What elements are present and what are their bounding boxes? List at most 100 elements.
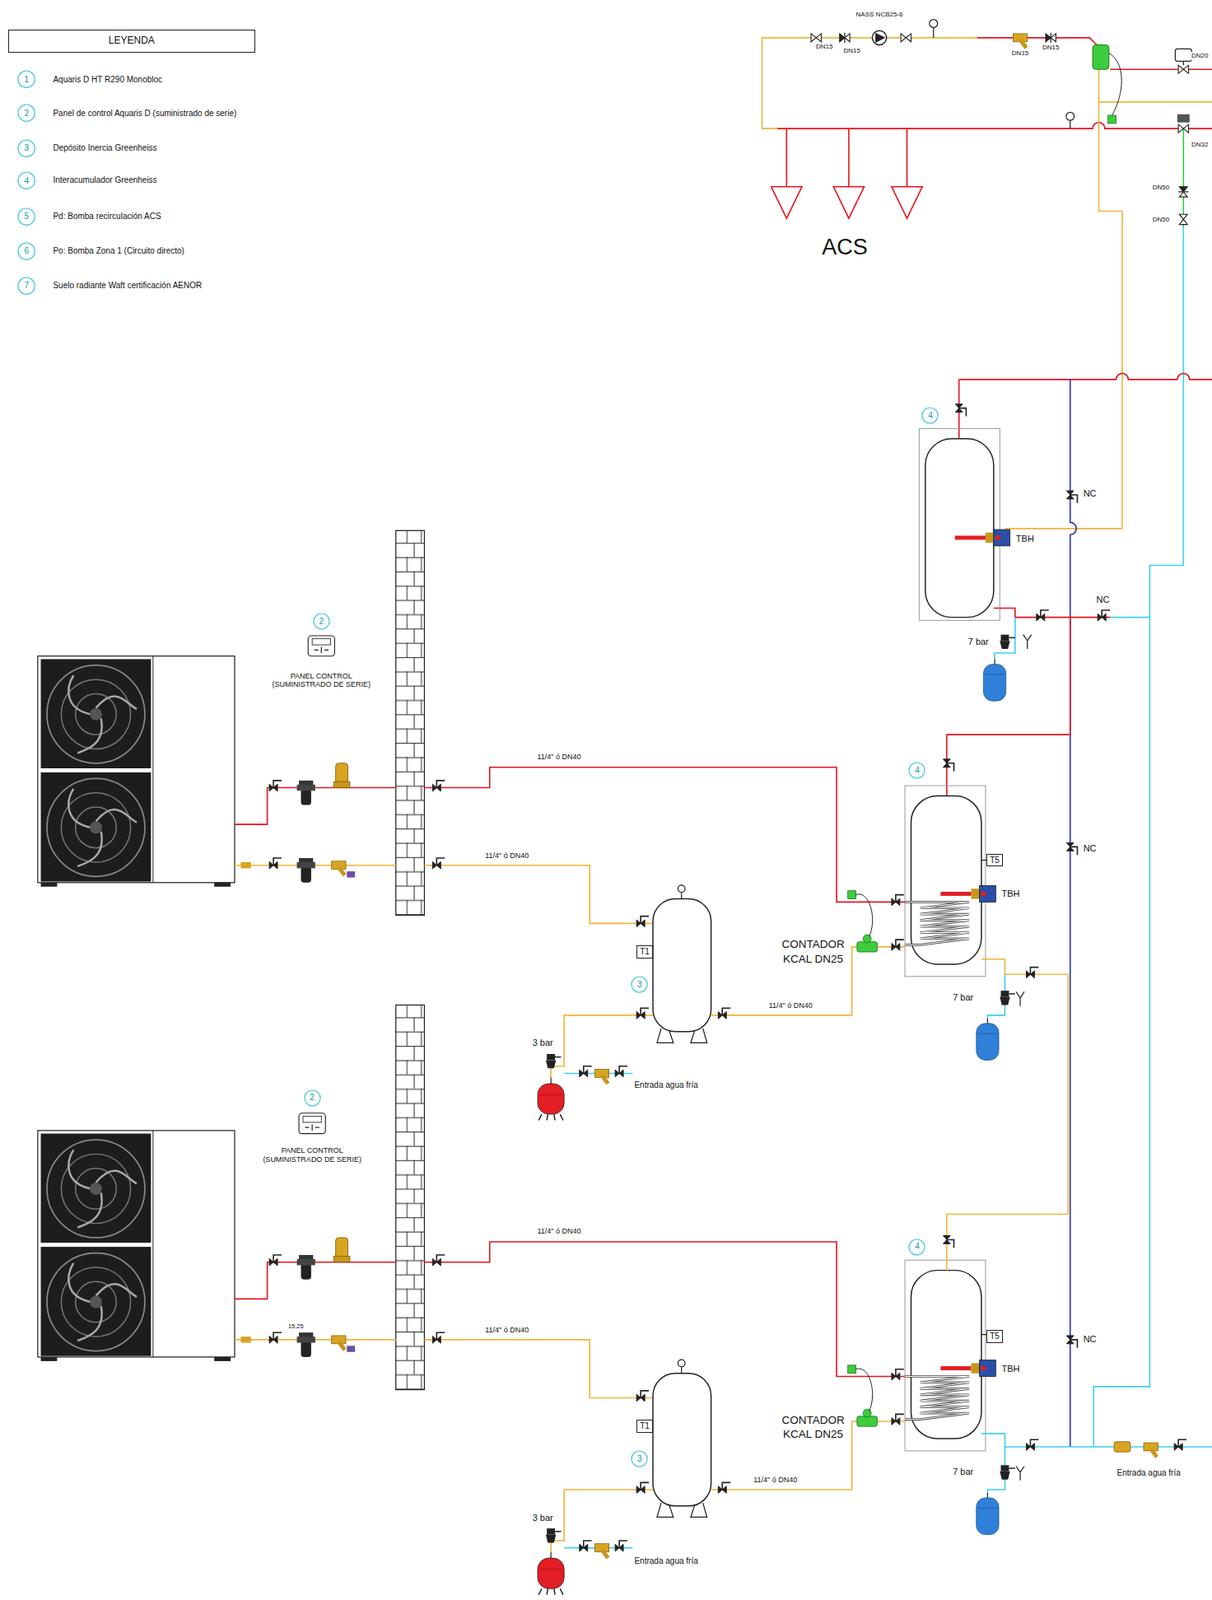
legend-entry: Pd: Bomba recirculación ACS	[52, 211, 161, 222]
heat-pump-circuit	[891, 939, 905, 951]
acs-fittings	[1179, 214, 1188, 224]
pressure-label: 3 bar	[531, 1037, 555, 1049]
pressure-label: 7 bar	[951, 992, 975, 1003]
callout-circle	[18, 208, 35, 225]
heat-pump-circuit	[717, 1007, 731, 1019]
callout-circle	[18, 70, 35, 88]
dhw-tank	[983, 658, 1006, 701]
legend-number: 5	[17, 207, 36, 226]
callout-number: 3	[630, 1449, 648, 1468]
legend-text: Pd: Bomba recirculación ACS	[52, 211, 161, 221]
pipe-size: DN20	[1190, 51, 1209, 61]
node-text: 7	[23, 280, 29, 291]
dhw-tank	[1066, 842, 1077, 855]
acs-fittings	[1183, 60, 1185, 66]
node-text: 2	[319, 616, 325, 627]
acs-fittings	[900, 33, 911, 42]
pipe-size: 11/4" ó DN40	[484, 1325, 530, 1335]
heat-pump-circuit	[424, 767, 905, 903]
acs-fittings	[1066, 111, 1075, 121]
dhw-tank	[955, 404, 966, 417]
dhw-tank	[940, 885, 996, 903]
node-text: 3	[637, 1454, 643, 1464]
acs-fittings	[1012, 33, 1027, 48]
callout-number: 4	[921, 406, 939, 425]
dhw-tank	[1066, 1335, 1077, 1348]
valve-state: NC	[1095, 594, 1110, 606]
pipe-size: DN50	[1151, 183, 1171, 192]
acs-fittings	[1178, 65, 1189, 74]
node-text: LEYENDA	[108, 35, 155, 47]
sensor-tag: T1	[636, 1419, 653, 1433]
dhw-tank	[904, 901, 970, 945]
heat-pump-circuit	[848, 890, 857, 900]
callout-number: 3	[630, 975, 648, 993]
callout-circle	[909, 762, 925, 779]
dhw-tank-outlets	[1016, 1466, 1025, 1481]
hydraulic-schematic	[904, 1259, 996, 1451]
acs-fittings	[871, 30, 886, 45]
dhw-tank-outlets	[1114, 1441, 1131, 1452]
acs-piping	[1098, 101, 1212, 103]
node-text: 3	[637, 979, 643, 990]
node-text: 3	[23, 143, 29, 154]
dhw-tank	[994, 617, 1016, 660]
acs-fittings	[1178, 186, 1189, 197]
legend-entry: Interacumulador Greenheiss	[52, 175, 157, 186]
valve-state: NC	[1082, 1333, 1098, 1345]
acs-piping	[762, 37, 1212, 1447]
dhw-tank	[1109, 616, 1150, 619]
dhw-tank-outlets	[1143, 1442, 1158, 1457]
dhw-tank	[1066, 842, 1077, 855]
legend-number: 3	[17, 139, 36, 158]
callout-number: 4	[908, 761, 926, 779]
sensor-name: TBH	[1001, 1363, 1021, 1375]
dhw-tank-outlets	[946, 974, 1068, 1270]
supply-label: Entrada agua fría	[1116, 1468, 1182, 1478]
pressure-label: 7 bar	[967, 636, 990, 648]
acs-fittings	[929, 19, 938, 28]
callout-circle	[909, 1239, 925, 1255]
sensor-tag: T5	[986, 1329, 1003, 1343]
dhw-tank	[1097, 610, 1110, 621]
acs-fittings	[1092, 45, 1110, 70]
legend-number: 7	[17, 276, 36, 295]
heat-pump-circuit	[297, 857, 316, 883]
heat-pump-circuit	[677, 885, 686, 893]
dhw-tank	[904, 785, 986, 977]
node-text: 2	[23, 108, 29, 119]
heat-pump-circuit	[550, 1015, 653, 1078]
callout-circle	[18, 139, 35, 157]
sensor-name: TBH	[1001, 888, 1021, 900]
legend-text: Depósito Inercia Greenheiss	[52, 143, 157, 153]
pipe-size: DN50	[1151, 215, 1171, 224]
dhw-tank	[955, 529, 1011, 546]
dhw-tank-outlets	[1025, 1439, 1039, 1450]
hydraulic-schematic	[307, 635, 335, 657]
legend-text: Aquaris D HT R290 Monobloc	[52, 74, 163, 84]
heat-pump-circuit	[214, 882, 231, 887]
heat-pump-circuit	[331, 861, 346, 876]
sensor-name: TBH	[1015, 533, 1035, 545]
acs-piping	[977, 37, 1098, 47]
acs-fittings	[1174, 48, 1192, 61]
legend-heading: LEYENDA	[8, 29, 256, 53]
sensor-tag: T1	[636, 945, 653, 959]
acs-piping	[777, 122, 1212, 129]
dhw-tank	[1066, 490, 1077, 504]
node-text: 4	[914, 1241, 920, 1252]
node-text: 4	[927, 410, 933, 421]
heat-pump-circuit	[579, 1066, 593, 1077]
legend-entry: Po: Bomba Zona 1 (Circuito directo)	[52, 246, 185, 257]
node-text: 4	[23, 176, 29, 187]
acs-piping	[959, 372, 1212, 379]
heat-pump-circuit	[297, 780, 316, 806]
dhw-tank	[1036, 610, 1049, 621]
heat-pump-circuit	[432, 857, 445, 869]
pipe-size: DN15	[815, 42, 834, 52]
sensor-tag: T5	[986, 853, 1003, 868]
legend-text: Po: Bomba Zona 1 (Circuito directo)	[52, 246, 185, 256]
acs-piping	[1183, 128, 1185, 227]
